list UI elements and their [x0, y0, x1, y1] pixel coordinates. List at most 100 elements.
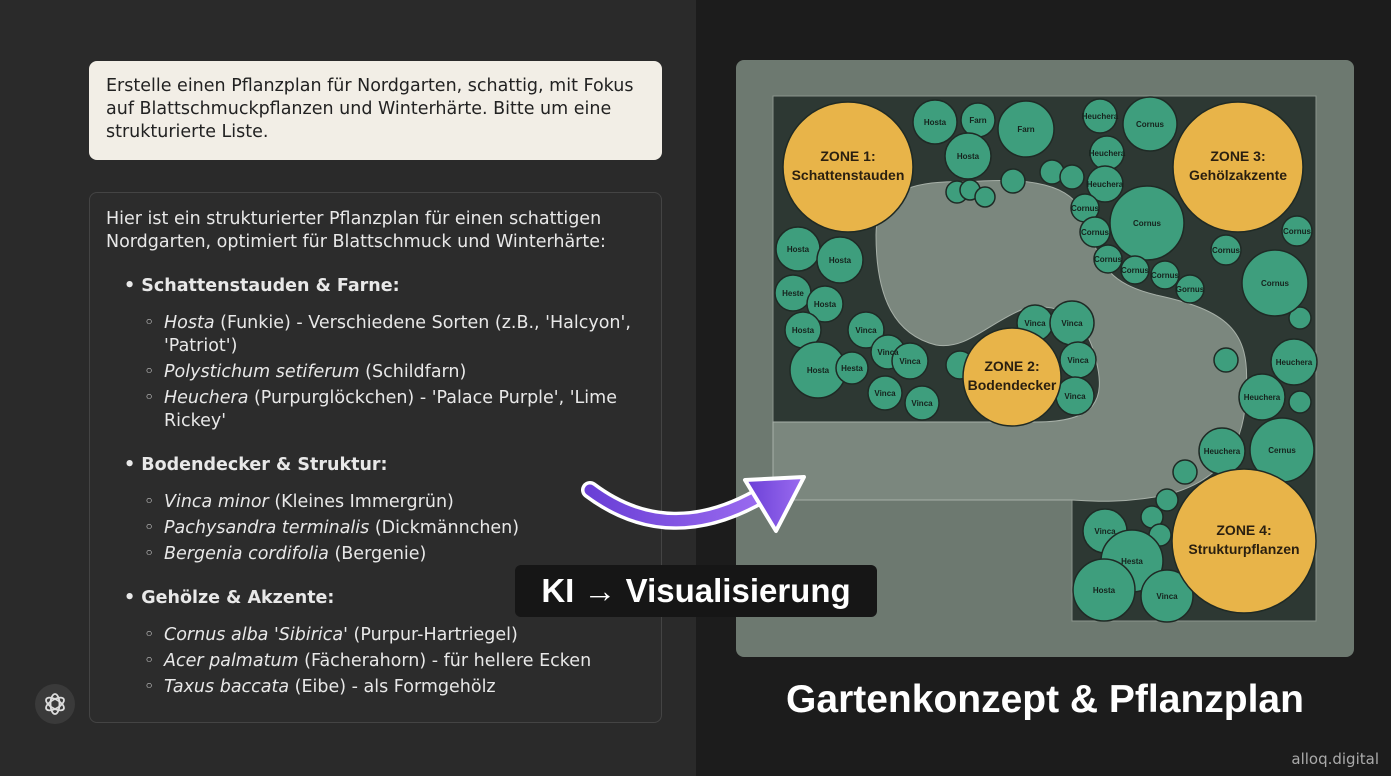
plant-circle: [1270, 338, 1318, 386]
plant-label: Hesta: [1121, 557, 1143, 566]
plant-label: Hesta: [841, 364, 863, 373]
zone-label: Bodendecker: [968, 377, 1057, 393]
plant-circle: [1210, 234, 1242, 266]
plant-description: (Kleines Immergrün): [268, 492, 454, 512]
plant-label: Cornus: [1151, 271, 1180, 280]
list-item: Acer palmatum (Fächerahorn) - für heller…: [144, 650, 645, 673]
list-item: Pachysandra terminalis (Dickmännchen): [144, 517, 645, 540]
plant-label: Heuchera: [1089, 149, 1126, 158]
plant-description: (Eibe) - als Formgehölz: [289, 677, 496, 697]
plant-circle: [1213, 347, 1239, 373]
zone-label: ZONE 2:: [984, 358, 1039, 374]
plant-circle: [1059, 164, 1085, 190]
plant-description: (Fächerahorn) - für hellere Ecken: [298, 651, 592, 671]
plant-label: Hosta: [924, 118, 947, 127]
plant-circle: [1120, 255, 1150, 285]
plant-circle: [891, 342, 929, 380]
plant-circle: [1155, 488, 1179, 512]
botanical-name: Acer palmatum: [164, 651, 299, 671]
plant-list: Vinca minor (Kleines Immergrün) Pachysand…: [144, 491, 645, 566]
plant-label: Heuchera: [1087, 180, 1124, 189]
plant-circle: [816, 236, 864, 284]
plant-label: Heuchera: [1082, 112, 1119, 121]
section-title: Gehölze & Akzente:: [124, 587, 645, 610]
botanical-name: Hosta: [164, 313, 215, 333]
plant-circle: [997, 100, 1055, 158]
plant-circle: [912, 99, 958, 145]
plant-label: Vinca: [1156, 592, 1178, 601]
list-item: Bergenia cordifolia (Bergenie): [144, 543, 645, 566]
list-item: Taxus baccata (Eibe) - als Formgehölz: [144, 676, 645, 699]
zone-label: ZONE 1:: [820, 148, 875, 164]
botanical-name: Bergenia cordifolia: [164, 544, 329, 564]
plant-circle: [1122, 96, 1178, 152]
plant-circle: [1079, 216, 1111, 248]
plant-label: Cornus: [1081, 228, 1110, 237]
assistant-message: Hier ist ein strukturierter Pflanzplan f…: [89, 192, 662, 723]
zone-circle: [1171, 468, 1317, 614]
plant-circle: [1150, 260, 1180, 290]
section-title: Schattenstauden & Farne:: [124, 275, 645, 298]
plant-label: Vinca: [874, 389, 896, 398]
plant-label: Heuchera: [1244, 393, 1281, 402]
zone-circle: [962, 327, 1062, 427]
zone-label: ZONE 3:: [1210, 148, 1265, 164]
response-intro: Hier ist ein strukturierter Pflanzplan f…: [106, 209, 606, 252]
plant-circle: [904, 385, 940, 421]
plant-description: (Schildfarn): [359, 362, 467, 382]
plant-label: Hosta: [792, 326, 815, 335]
plant-description: (Dickmännchen): [369, 518, 520, 538]
plant-circle: [1072, 558, 1136, 622]
user-message: Erstelle einen Pflanzplan für Nordgarten…: [89, 61, 662, 160]
plant-label: Cornus: [1121, 266, 1150, 275]
plant-circle: [1000, 168, 1026, 194]
plant-circle: [1281, 215, 1313, 247]
section-title: Bodendecker & Struktur:: [124, 454, 645, 477]
botanical-name: Vinca minor: [164, 492, 269, 512]
plant-circle: [974, 186, 996, 208]
plant-label: Cernus: [1268, 446, 1296, 455]
list-item: Heuchera (Purpurglöckchen) - 'Palace Pur…: [144, 387, 645, 433]
openai-logo-icon: [35, 684, 75, 724]
zone-label: ZONE 4:: [1216, 522, 1271, 538]
plant-circle: [1082, 98, 1118, 134]
list-item: Hosta (Funkie) - Verschiedene Sorten (z.…: [144, 312, 645, 358]
plant-label: Cornus: [1212, 246, 1241, 255]
botanical-name: Heuchera: [164, 388, 249, 408]
plant-circle: [1241, 249, 1309, 317]
plant-list: Hosta (Funkie) - Verschiedene Sorten (z.…: [144, 312, 645, 433]
plant-list: Cornus alba 'Sibirica' (Purpur-Hartriege…: [144, 624, 645, 699]
plant-label: Gornus: [1176, 285, 1205, 294]
plant-label: Vinca: [911, 399, 933, 408]
plant-circle: [806, 285, 844, 323]
plant-label: Heuchera: [1204, 447, 1241, 456]
plant-label: Hosta: [807, 366, 830, 375]
plant-circle: [1172, 459, 1198, 485]
plant-label: Vinca: [1061, 319, 1083, 328]
list-item: Vinca minor (Kleines Immergrün): [144, 491, 645, 514]
plant-label: Farn: [1017, 125, 1034, 134]
plant-description: (Funkie) - Verschiedene Sorten (z.B., 'H…: [164, 313, 631, 356]
plant-circle: [1288, 306, 1312, 330]
curved-arrow-icon: [581, 475, 806, 533]
plant-circle: [867, 375, 903, 411]
page-title: Gartenkonzept & Pflanzplan: [786, 678, 1304, 721]
botanical-name: Pachysandra terminalis: [164, 518, 370, 538]
plant-label: Cornus: [1283, 227, 1312, 236]
plant-description: (Purpurglöckchen) - 'Palace Purple', 'Li…: [164, 388, 617, 431]
plant-circle: [1109, 185, 1185, 261]
plant-label: Cornus: [1136, 120, 1165, 129]
zone-label: Strukturpflanzen: [1188, 541, 1299, 557]
plant-circle: [1086, 165, 1124, 203]
plant-circle: [1288, 390, 1312, 414]
plant-label: Vinca: [855, 326, 877, 335]
plant-label: Cornus: [1094, 255, 1123, 264]
plant-label: Vinca: [1064, 392, 1086, 401]
plant-label: Hosta: [957, 152, 980, 161]
plant-label: Vinca: [1067, 356, 1089, 365]
plant-label: Hosta: [829, 256, 852, 265]
plant-circle: [944, 132, 992, 180]
plant-circle: [1175, 274, 1205, 304]
zone-circle: [782, 101, 914, 233]
